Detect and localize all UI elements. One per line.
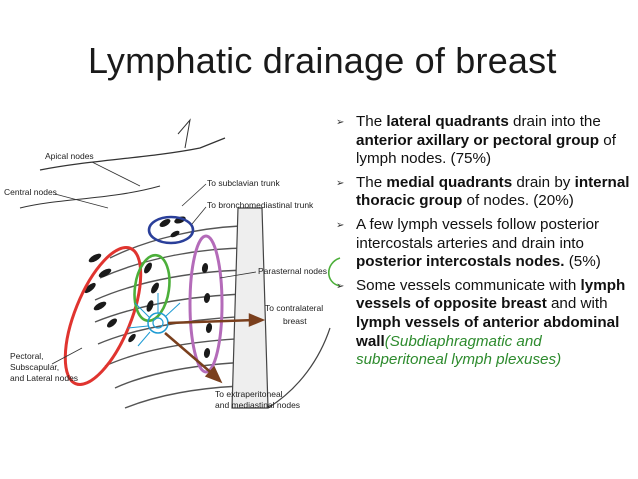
nipple [152, 317, 164, 329]
contralateral-label-2: breast [283, 316, 307, 326]
apical-group-circle [147, 215, 195, 245]
parasternal-label: Parasternal nodes [258, 266, 327, 276]
bullet-list: ➢The lateral quadrants drain into the an… [334, 113, 634, 375]
bullet-marker: ➢ [336, 117, 345, 128]
bullet-opposite-breast: ➢Some vessels communicate with lymph ves… [336, 276, 626, 369]
extraperitoneal-label-1: To extraperitoneal [215, 389, 283, 399]
pectoral-label-2: Subscapular, [10, 362, 59, 372]
bullet-marker: ➢ [336, 177, 345, 189]
brown-arrows [164, 313, 266, 384]
green-annotation-mark [327, 257, 341, 287]
sternum [231, 207, 269, 409]
bullet-marker: ➢ [336, 219, 345, 231]
lymphatic-diagram: Apical nodes Central nodes To subclavian… [4, 118, 341, 410]
bullet-medial-quadrants: ➢The medial quadrants drain by internal … [336, 173, 630, 210]
pectoral-label-3: and Lateral nodes [10, 373, 78, 383]
subclavian-label: To subclavian trunk [207, 178, 281, 188]
leader-lines [51, 161, 257, 365]
central-nodes-label: Central nodes [4, 187, 57, 197]
apical-nodes-label: Apical nodes [45, 151, 94, 161]
contralateral-label-1: To contralateral [265, 303, 323, 313]
extraperitoneal-label-2: and mediastinal nodes [215, 400, 300, 410]
rib-cage [94, 225, 259, 409]
drainage-arrows [127, 293, 181, 347]
bullet-lateral-quadrants: ➢The lateral quadrants drain into the an… [336, 113, 616, 168]
costal-margin [267, 327, 331, 409]
parasternal-group-circle [188, 234, 224, 374]
lymph-node-group [84, 216, 213, 358]
pectoral-label-1: Pectoral, [10, 351, 44, 361]
bullet-posterior-intercostals: ➢A few lymph vessels follow posterior in… [336, 215, 601, 271]
shoulder-outline [19, 185, 161, 209]
central-group-circle [133, 253, 171, 323]
neck-outline [177, 118, 191, 149]
slide-title: Lymphatic drainage of breast [88, 40, 557, 81]
clavicle-outline [39, 137, 226, 171]
bullet-marker: ➢ [336, 280, 345, 292]
pectoral-group-circle [63, 246, 143, 386]
bronchomediastinal-label: To bronchomediastinal trunk [207, 200, 314, 210]
green-note: (Subdiaphragmatic and subperitoneal lymp… [356, 332, 562, 369]
